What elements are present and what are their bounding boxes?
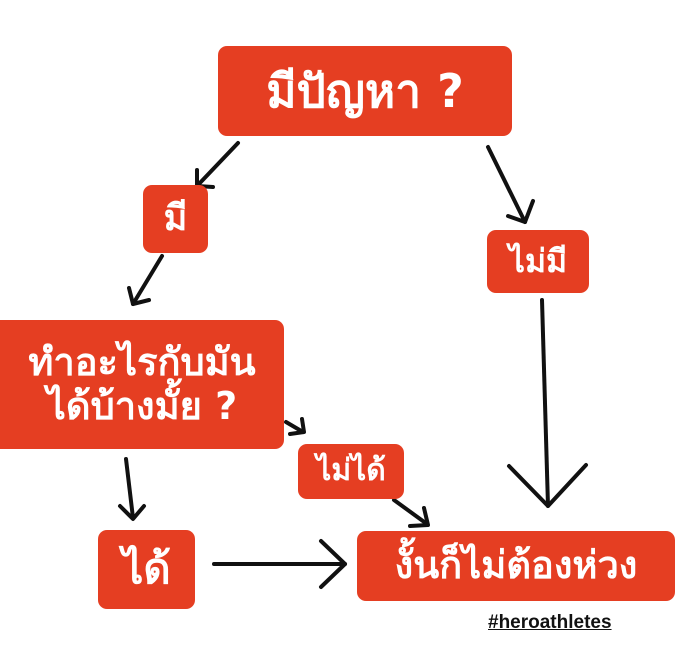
node-question-line2: ได้บ้างมั้ย ? — [46, 383, 238, 428]
node-yes: มี — [143, 185, 208, 253]
node-no-label: ไม่มี — [508, 242, 568, 281]
node-start: มีปัญหา ? — [218, 46, 512, 136]
arrow-cannot-to-end — [392, 498, 430, 528]
node-yes-label: มี — [163, 198, 188, 240]
arrow-question-to-can — [118, 457, 146, 521]
arrow-can-to-end — [212, 539, 347, 589]
node-cannot: ไม่ได้ — [298, 444, 404, 499]
node-cannot-label: ไม่ได้ — [316, 453, 386, 489]
node-end: งั้นก็ไม่ต้องห่วง — [357, 531, 675, 601]
node-question: ทำอะไรกับมัน ได้บ้างมั้ย ? — [0, 320, 284, 449]
node-can: ได้ — [98, 530, 195, 609]
arrow-start-to-yes — [195, 141, 240, 189]
arrow-yes-to-question — [127, 254, 164, 306]
node-question-line1: ทำอะไรกับมัน — [28, 339, 256, 384]
arrow-start-to-no — [486, 145, 535, 224]
node-end-label: งั้นก็ไม่ต้องห่วง — [394, 543, 638, 588]
node-no: ไม่มี — [487, 230, 589, 293]
hashtag: #heroathletes — [488, 612, 612, 633]
arrow-no-to-end — [507, 298, 588, 508]
node-can-label: ได้ — [122, 544, 171, 594]
node-start-label: มีปัญหา ? — [266, 63, 464, 118]
arrow-question-to-cannot — [284, 417, 306, 436]
